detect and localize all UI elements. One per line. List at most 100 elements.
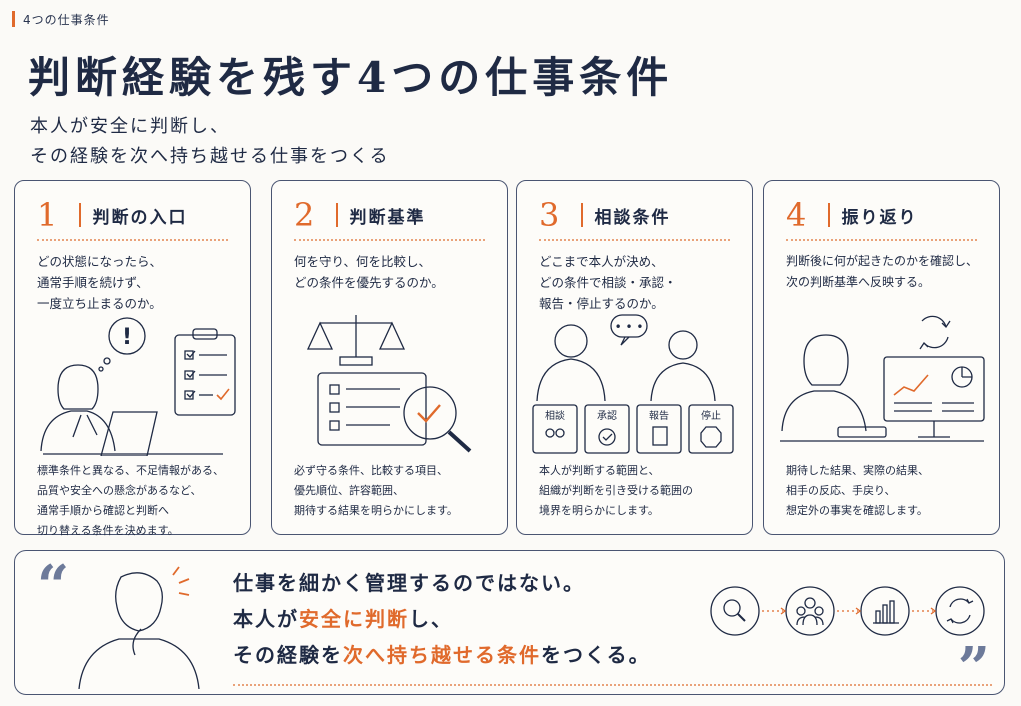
label-approve: 承認 xyxy=(597,409,617,422)
svg-text:!: ! xyxy=(122,325,132,350)
foot-line: 相手の反応、手戻り、 xyxy=(786,484,896,497)
laptop-icon xyxy=(100,411,158,457)
page-title: 判断経験を残す4つの仕事条件 xyxy=(28,53,674,102)
subtitle-line-1: 本人が安全に判断し、 xyxy=(30,116,230,137)
dotted-divider xyxy=(294,239,485,241)
message-highlight: 次へ持ち越せる条件 xyxy=(343,643,541,667)
card-reflection: 4 振り返り 判断後に何が起きたのかを確認し、 次の判断基準へ反映する。 xyxy=(763,180,1000,535)
desc-line: 報告・停止するのか。 xyxy=(539,296,664,311)
foot-line: 期待した結果、実際の結果、 xyxy=(786,464,929,477)
card-header: 3 相談条件 xyxy=(539,195,671,235)
desc-line: どの状態になったら、 xyxy=(37,254,163,269)
refresh-icon xyxy=(921,315,947,328)
message-text: その経験を xyxy=(233,643,343,667)
card-description: 何を守り、何を比較し、 どの条件を優先するのか。 xyxy=(294,251,493,293)
foot-line: 通常手順から確認と判断へ xyxy=(37,504,169,517)
card-divider xyxy=(79,203,81,227)
dotted-divider xyxy=(37,239,228,241)
foot-line: 組織が判断を引き受ける範囲の xyxy=(539,484,693,497)
dotted-divider xyxy=(786,239,977,241)
foot-line: 本人が判断する範囲と、 xyxy=(539,464,660,477)
page-subtitle: 本人が安全に判断し、 その経験を次へ持ち越せる仕事をつくる xyxy=(30,112,390,172)
approve-check-icon xyxy=(598,428,616,446)
label-box-stop xyxy=(688,404,734,454)
illustration-two-people-talking: • • • 相談 承認 報告 停止 xyxy=(525,311,744,456)
svg-text:• • •: • • • xyxy=(615,320,644,334)
card-judgment-criteria: 2 判断基準 何を守り、何を比較し、 どの条件を優先するのか。 xyxy=(271,180,508,535)
foot-line: 標準条件と異なる、不足情報がある、 xyxy=(37,464,224,477)
people-icon xyxy=(785,586,835,636)
message-text: し、 xyxy=(409,607,453,631)
card-footer-text: 必ず守る条件、比較する項目、 優先順位、許容範囲、 期待する結果を明らかにします… xyxy=(294,461,495,521)
desc-line: どこまで本人が決め、 xyxy=(539,254,664,269)
magnifier-icon xyxy=(403,386,457,440)
desc-line: 判断後に何が起きたのかを確認し、 xyxy=(786,254,979,268)
card-title: 振り返り xyxy=(841,207,918,228)
card-header: 1 判断の入口 xyxy=(37,195,188,235)
card-title: 判断基準 xyxy=(349,207,426,228)
message-text: 本人が xyxy=(233,607,299,631)
refresh-icon xyxy=(935,586,985,636)
clipboard-icon xyxy=(174,334,236,416)
bar-chart-icon xyxy=(860,586,910,636)
label-consult: 相談 xyxy=(545,409,565,422)
people-icon xyxy=(545,428,555,438)
stop-octagon-icon xyxy=(700,426,722,448)
illustration-thinking-man xyxy=(78,566,200,689)
card-footer-text: 本人が判断する範囲と、 組織が判断を引き受ける範囲の 境界を明らかにします。 xyxy=(539,461,740,521)
search-icon xyxy=(710,586,760,636)
label-box-consult xyxy=(532,404,578,454)
foot-line: 優先順位、許容範囲、 xyxy=(294,484,404,497)
trend-line-icon xyxy=(893,374,929,396)
message-banner: “ 仕事を細かく管理するのではない。 本人が安全に判断し、 その経験を次へ持ち越… xyxy=(14,550,1005,701)
card-divider xyxy=(336,203,338,227)
illustration-person-monitor xyxy=(772,311,991,456)
card-header: 2 判断基準 xyxy=(294,195,426,235)
close-quote-mark: ” xyxy=(957,635,990,701)
card-title: 判断の入口 xyxy=(92,207,188,228)
label-box-report xyxy=(636,404,682,454)
breadcrumb: 4つの仕事条件 xyxy=(12,10,110,28)
foot-line: 品質や安全への懸念があるなど、 xyxy=(37,484,202,497)
card-footer-text: 標準条件と異なる、不足情報がある、 品質や安全への懸念があるなど、 通常手順から… xyxy=(37,461,238,541)
desc-line: 次の判断基準へ反映する。 xyxy=(786,275,931,289)
person-head-icon xyxy=(554,324,588,358)
main-message: 仕事を細かく管理するのではない。 本人が安全に判断し、 その経験を次へ持ち越せる… xyxy=(233,565,651,673)
card-number: 1 xyxy=(37,196,58,234)
desc-line: 何を守り、何を比較し、 xyxy=(294,254,432,269)
card-consultation-conditions: 3 相談条件 どこまで本人が決め、 どの条件で相談・承認・ 報告・停止するのか。 xyxy=(516,180,753,535)
card-title: 相談条件 xyxy=(594,207,671,228)
card-number: 3 xyxy=(539,196,560,234)
card-description: 判断後に何が起きたのかを確認し、 次の判断基準へ反映する。 xyxy=(786,251,985,293)
notebook-icon xyxy=(837,426,887,438)
foot-line: 想定外の事実を確認します。 xyxy=(786,504,928,517)
card-footer-text: 期待した結果、実際の結果、 相手の反応、手戻り、 想定外の事実を確認します。 xyxy=(786,461,987,521)
open-quote-mark: “ xyxy=(37,553,70,619)
card-divider xyxy=(581,203,583,227)
foot-line: 期待する結果を明らかにします。 xyxy=(294,504,458,517)
person-head-icon xyxy=(115,572,163,632)
thought-bubble-icon xyxy=(108,317,146,355)
process-flow xyxy=(710,586,985,636)
card-number: 4 xyxy=(786,196,807,234)
card-description: どの状態になったら、 通常手順を続けず、 一度立ち止まるのか。 xyxy=(37,251,236,314)
label-report: 報告 xyxy=(649,409,669,422)
foot-line: 必ず守る条件、比較する項目、 xyxy=(294,464,448,477)
document-icon xyxy=(652,426,668,446)
card-number: 2 xyxy=(294,196,315,234)
card-divider xyxy=(828,203,830,227)
illustration-scale-checklist-magnifier xyxy=(280,311,499,456)
illustration-thinking-person-checklist: ! xyxy=(23,311,242,457)
label-box-approve xyxy=(584,404,630,454)
desc-line: どの条件を優先するのか。 xyxy=(294,275,444,290)
subtitle-line-2: その経験を次へ持ち越せる仕事をつくる xyxy=(30,146,390,167)
person-head-icon xyxy=(668,330,698,360)
message-text: をつくる。 xyxy=(541,643,651,667)
message-line-1: 仕事を細かく管理するのではない。 xyxy=(233,571,585,595)
breadcrumb-text: 4つの仕事条件 xyxy=(23,12,110,27)
card-judgment-entry: 1 判断の入口 どの状態になったら、 通常手順を続けず、 一度立ち止まるのか。 xyxy=(14,180,251,537)
person-head-icon xyxy=(57,364,99,410)
person-head-icon xyxy=(803,334,849,386)
desc-line: 一度立ち止まるのか。 xyxy=(37,296,162,311)
label-stop: 停止 xyxy=(701,409,721,422)
